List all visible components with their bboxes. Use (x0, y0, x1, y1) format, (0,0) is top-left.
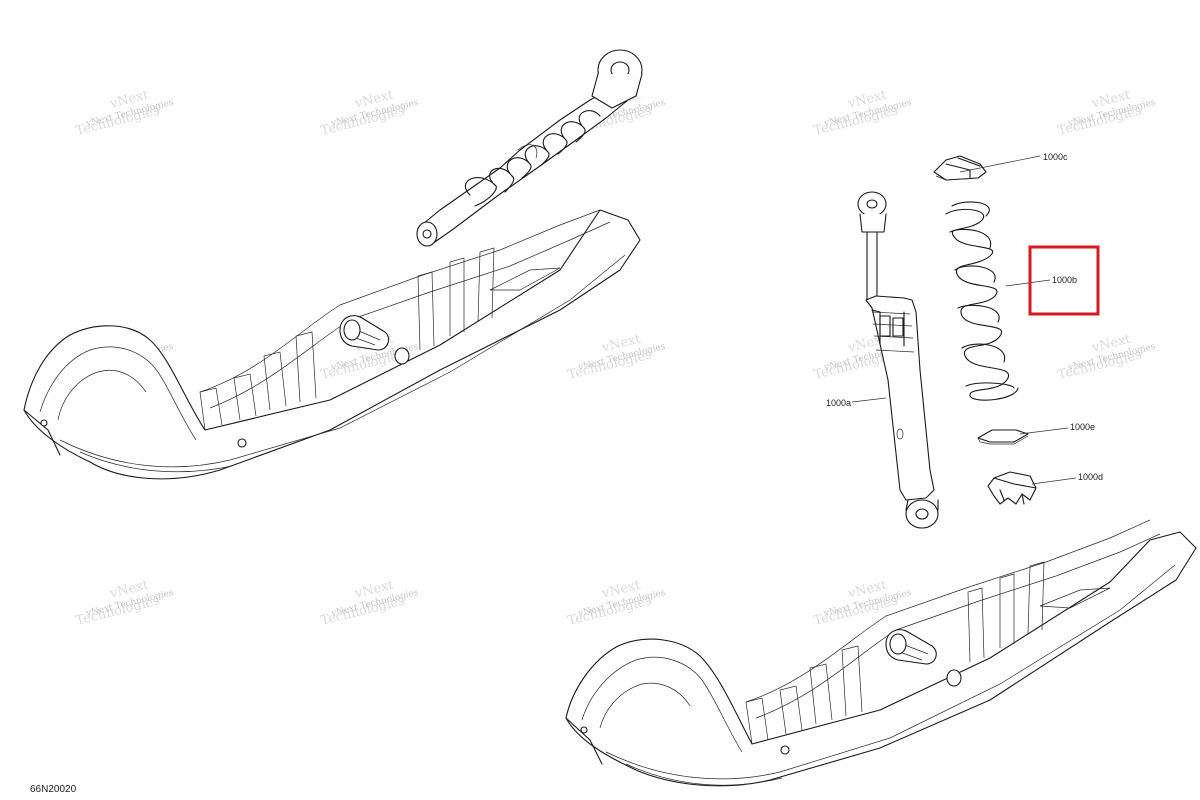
retainer-1000d[interactable] (987, 471, 1037, 505)
callout-1000c[interactable]: 1000c (1043, 152, 1068, 162)
ski-left-assembled[interactable] (23, 209, 641, 480)
callout-1000a[interactable]: 1000a (826, 398, 851, 408)
spring-retainer-1000c[interactable] (933, 155, 987, 181)
drawing-code: 66N20020 (30, 784, 77, 795)
callout-1000e[interactable]: 1000e (1070, 422, 1095, 432)
shock-absorber-assembled[interactable] (416, 49, 643, 247)
spring-1000b[interactable] (945, 201, 1019, 401)
leader-lines (851, 155, 1077, 485)
callout-1000d[interactable]: 1000d (1078, 472, 1103, 482)
callout-1000b[interactable]: 1000b (1052, 275, 1077, 285)
ski-right[interactable] (565, 519, 1197, 787)
highlight-box (1028, 245, 1100, 316)
shock-body-1000a[interactable] (857, 191, 939, 529)
spacer-1000e[interactable] (977, 429, 1029, 445)
